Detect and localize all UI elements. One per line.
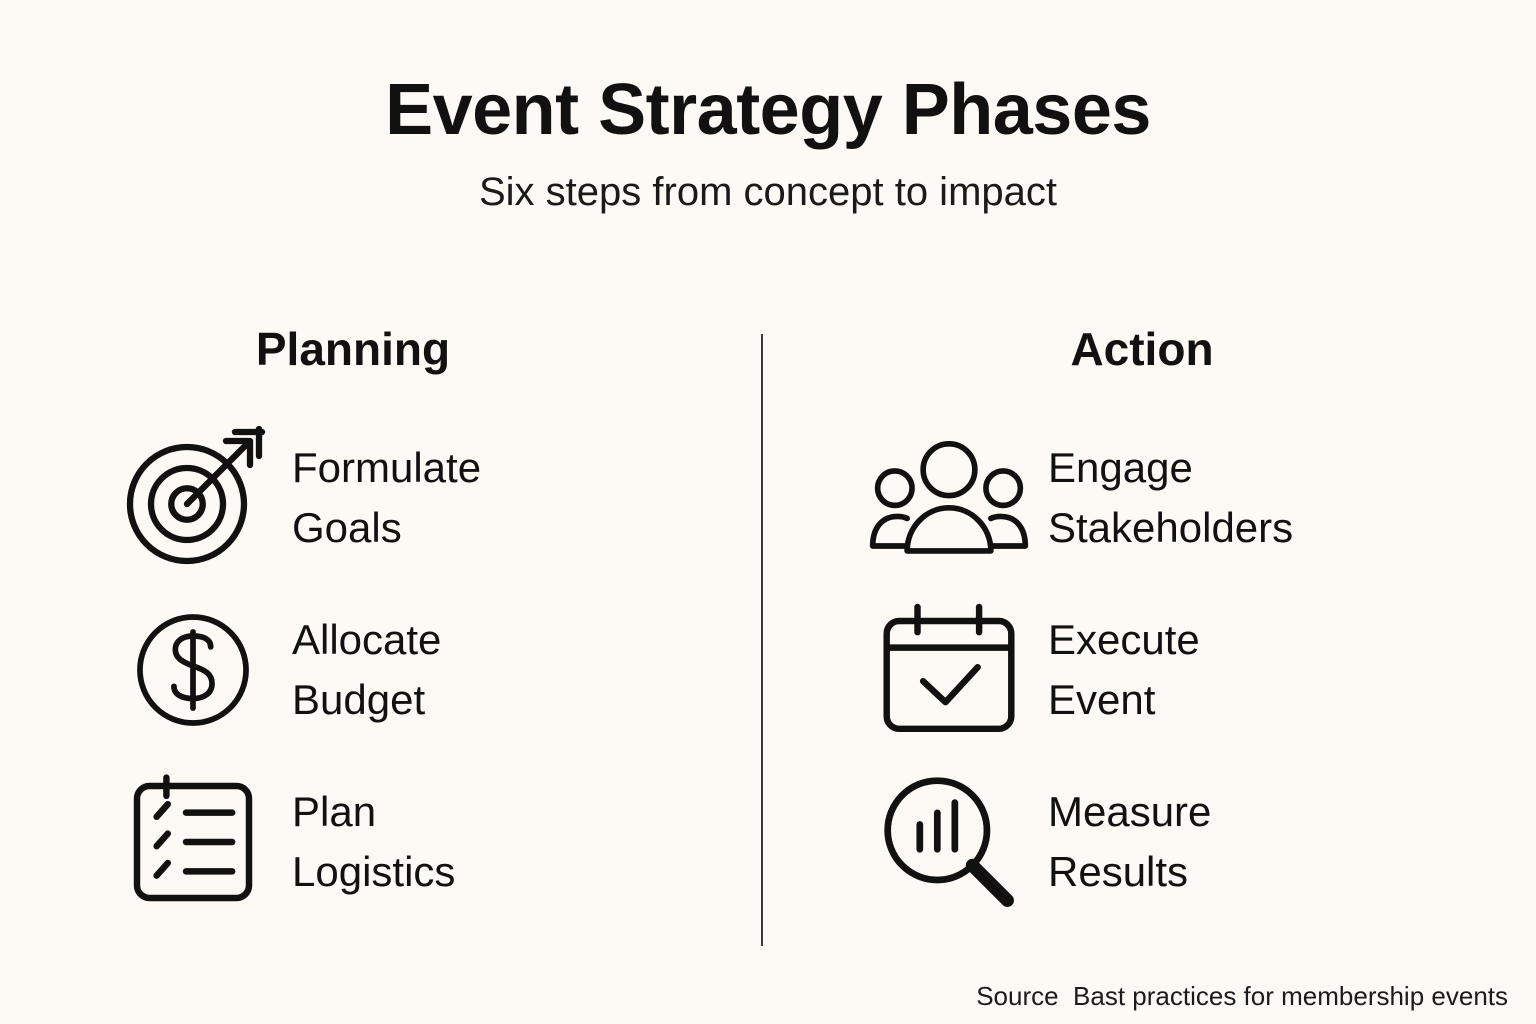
- list-item: Measure Results: [864, 768, 1506, 916]
- list-item-label-line1: Allocate: [292, 615, 442, 663]
- page-subtitle: Six steps from concept to impact: [478, 170, 1057, 214]
- list-item: Allocate Budget: [108, 596, 728, 744]
- list-item: Execute Event: [864, 596, 1506, 744]
- source-note: Source Bast practices for membership eve…: [976, 981, 1508, 1011]
- column-heading-planning: Planning: [255, 323, 451, 375]
- dollar-circle-icon: [108, 596, 278, 744]
- list-item: Formulate Goals: [108, 424, 728, 572]
- target-arrow-icon: [108, 424, 278, 572]
- column-action: Action Engage Stakeholders: [768, 326, 1536, 916]
- list-item: Plan Logistics: [108, 768, 728, 916]
- column-planning: Planning Formulate Goals: [0, 326, 768, 916]
- list-item-label-line2: Event: [1048, 676, 1156, 723]
- list-item-label-line2: Results: [1048, 848, 1189, 895]
- list-item-label-line1: Engage: [1048, 443, 1193, 491]
- list-item-label-line1: Execute: [1048, 615, 1200, 663]
- list-item-label: Engage Stakeholders: [1034, 438, 1293, 558]
- list-item-label-line1: Formulate: [292, 443, 482, 491]
- list-item-label-line2: Budget: [292, 676, 426, 723]
- people-group-icon: [864, 424, 1034, 572]
- magnifier-bars-icon: [864, 768, 1034, 916]
- list-item-label: Plan Logistics: [278, 782, 455, 902]
- list-item-label: Formulate Goals: [278, 438, 481, 558]
- checklist-icon: [108, 768, 278, 916]
- page-title: Event Strategy Phases: [385, 70, 1151, 150]
- list-item-label-line2: Stakeholders: [1048, 504, 1294, 551]
- list-item-label-line1: Measure: [1048, 787, 1212, 835]
- list-item-label-line1: Plan: [292, 787, 377, 835]
- column-divider: [761, 334, 763, 946]
- column-heading-action: Action: [1070, 323, 1214, 375]
- list-item-label-line2: Goals: [292, 504, 402, 551]
- list-item-label-line2: Logistics: [292, 848, 456, 895]
- header: Event Strategy Phases Six steps from con…: [0, 0, 1536, 214]
- list-item-label: Allocate Budget: [278, 610, 441, 730]
- columns-container: Planning Formulate Goals: [0, 326, 1536, 916]
- calendar-check-icon: [864, 596, 1034, 744]
- list-item-label: Execute Event: [1034, 610, 1200, 730]
- list-item-label: Measure Results: [1034, 782, 1211, 902]
- list-item: Engage Stakeholders: [864, 424, 1506, 572]
